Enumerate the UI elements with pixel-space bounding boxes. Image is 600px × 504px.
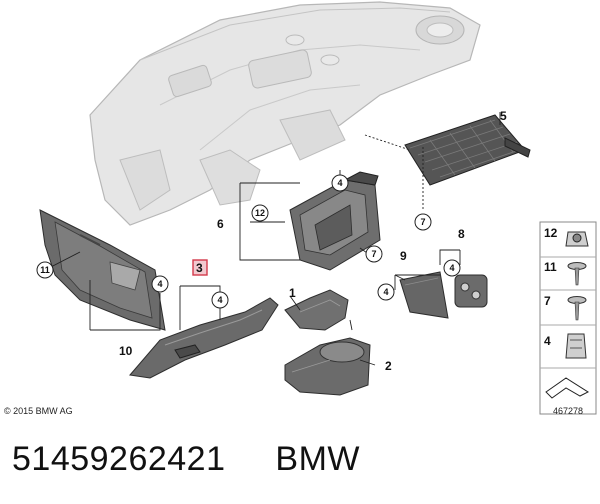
part-3-trim-panel [129,297,279,379]
svg-text:7: 7 [420,217,425,227]
svg-text:4: 4 [337,178,342,188]
callout-7-mid: 7 [365,245,383,263]
caption: 51459262421 BMW [12,440,360,479]
svg-text:12: 12 [255,208,265,218]
part-5-cover-plate [404,114,531,186]
callout-4-part8: 4 [443,259,461,277]
svg-text:7: 7 [544,294,551,308]
label-part-10: 10 [119,344,133,358]
clip-nut-icon [565,231,589,247]
copyright-text: © 2015 BMW AG [4,406,73,416]
callout-4-part9: 4 [377,283,395,301]
callout-circles: 4 12 7 7 11 4 4 4 [36,174,461,309]
screw-icon [567,296,587,321]
svg-text:12: 12 [544,226,558,240]
legend-row-11: 11 [544,260,587,286]
label-part-8: 8 [458,227,465,241]
label-part-1: 1 [289,286,296,300]
callout-4-top: 4 [331,174,349,192]
svg-text:7: 7 [371,249,376,259]
label-part-9: 9 [400,249,407,263]
legend-row-7: 7 [544,294,587,321]
svg-text:4: 4 [449,263,454,273]
part-6-bracket [289,171,381,271]
callout-7-right: 7 [414,213,432,231]
callout-4-part3: 4 [211,291,229,309]
highlight-box-part-3 [192,259,208,276]
label-part-5: 5 [500,109,507,123]
part-labels: 5 6 8 9 1 10 2 3 [119,109,507,373]
arrow-icon [545,377,590,399]
svg-text:11: 11 [40,265,50,275]
part-2-column-cover [284,337,371,396]
part-1-upper-bracket [284,289,349,331]
screw-icon [567,262,587,286]
legend-row-4: 4 [544,333,587,359]
legend-row-12: 12 [544,226,589,247]
brand-name: BMW [275,440,361,478]
callout-12: 12 [251,204,269,222]
callout-4-left: 4 [151,275,169,293]
svg-text:4: 4 [217,295,222,305]
part-9-side-cover [399,271,449,319]
svg-text:4: 4 [383,287,388,297]
label-part-6: 6 [217,217,224,231]
dashboard-assembly [89,1,481,226]
image-id: 467278 [553,406,583,416]
svg-text:11: 11 [544,260,557,274]
callout-11: 11 [36,261,54,279]
svg-text:4: 4 [544,334,551,348]
leader-lines [44,112,501,366]
clip-icon [565,333,587,359]
fastener-legend: 12 11 7 4 [539,221,597,415]
part-10-knee-panel [39,209,166,331]
label-part-2: 2 [385,359,392,373]
part-8-switch-cover [454,274,488,308]
label-part-3: 3 [196,261,203,275]
part-number: 51459262421 [12,440,226,478]
svg-text:4: 4 [157,279,162,289]
